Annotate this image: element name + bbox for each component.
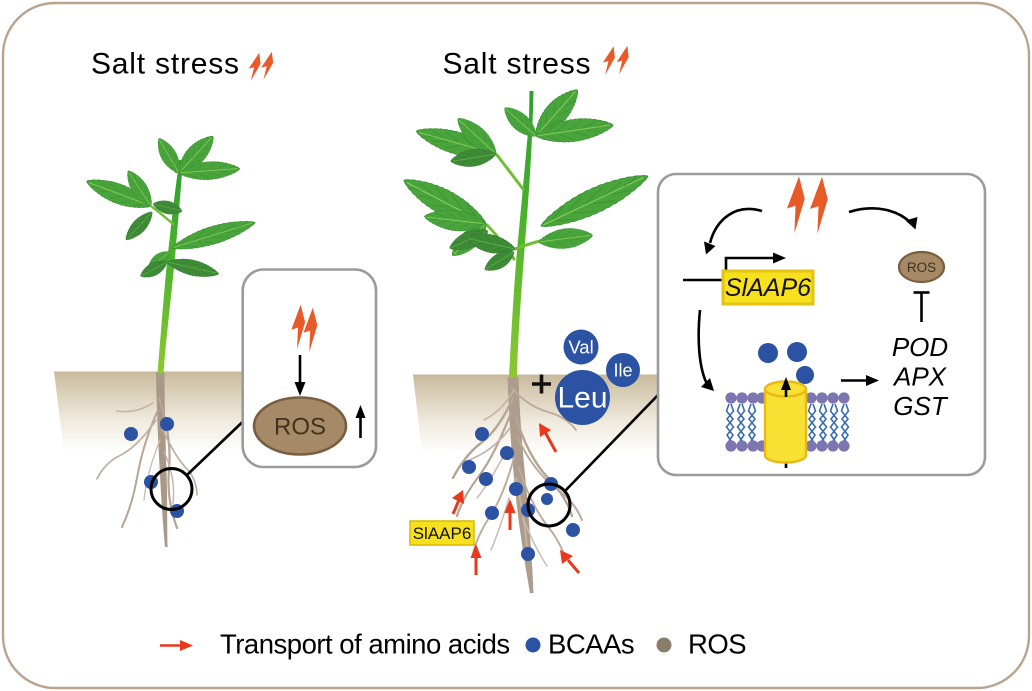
svg-text:BCAAs: BCAAs [548, 629, 634, 660]
svg-text:ROS: ROS [907, 260, 936, 275]
svg-text:Transport of amino acids: Transport of amino acids [220, 629, 510, 660]
svg-text:SlAAP6: SlAAP6 [725, 274, 811, 302]
svg-text:Salt stress: Salt stress [91, 48, 240, 81]
svg-text:Leu: Leu [557, 382, 607, 415]
svg-text:Salt stress: Salt stress [443, 48, 592, 81]
svg-text:GST: GST [893, 391, 949, 421]
svg-text:POD: POD [892, 332, 948, 362]
svg-text:ROS: ROS [688, 629, 746, 660]
svg-text:ROS: ROS [274, 414, 326, 441]
svg-text:Val: Val [568, 337, 593, 358]
svg-text:SlAAP6: SlAAP6 [413, 524, 472, 543]
svg-text:Ile: Ile [613, 361, 632, 381]
svg-text:APX: APX [892, 362, 948, 392]
